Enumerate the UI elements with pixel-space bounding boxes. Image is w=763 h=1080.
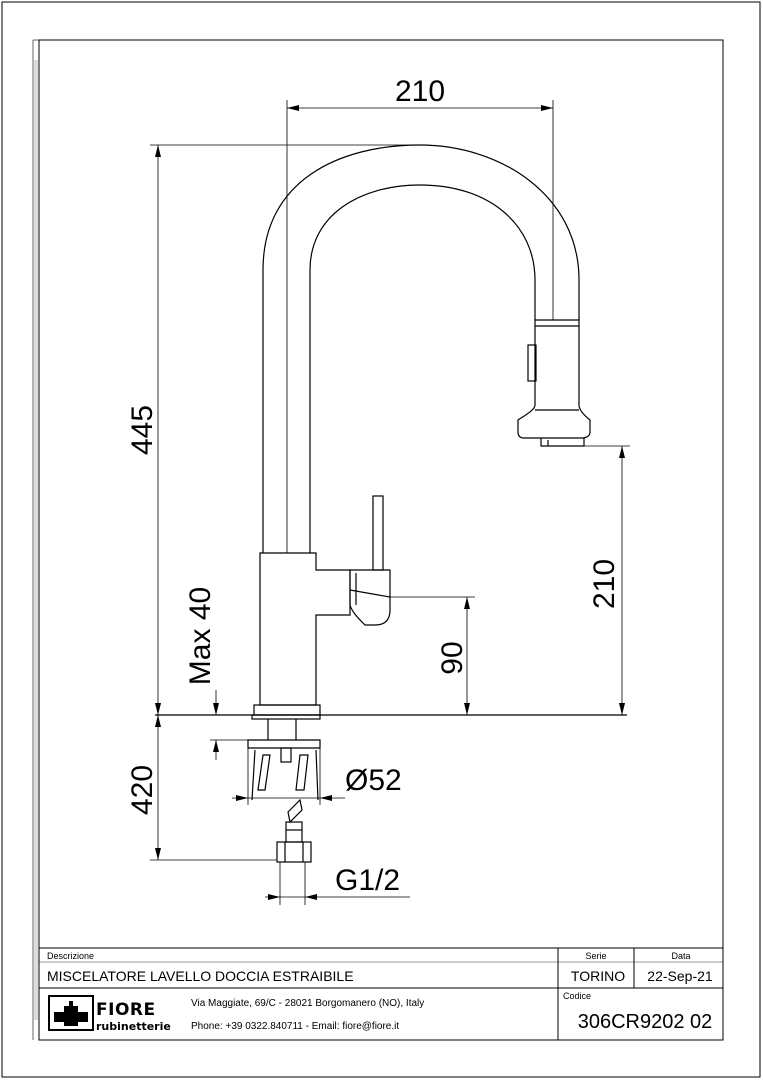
dim-hose-length: 420: [126, 765, 159, 815]
hose-nut: [276, 841, 312, 863]
hose-line: [251, 749, 256, 801]
series-label: Serie: [585, 951, 606, 961]
base-flange: [253, 704, 321, 716]
lever-housing-line: [349, 589, 391, 598]
hose-right: [295, 754, 309, 791]
logo-tap-icon: [54, 1006, 88, 1026]
dim-max-thickness: Max 40: [184, 587, 217, 685]
dimension-arrows: [155, 105, 625, 900]
date-value: 22-Sep-21: [647, 968, 713, 984]
shower-nozzle: [540, 438, 585, 447]
code-value: 306CR9202 02: [578, 1011, 713, 1033]
dim-thread: G1/2: [335, 864, 400, 897]
lever-handle: [372, 495, 384, 571]
dimension-lines: [150, 100, 630, 905]
faucet-outline: [155, 144, 627, 863]
hose-cut: [287, 798, 303, 824]
company-address: Via Maggiate, 69/C - 28021 Borgomanero (…: [191, 998, 424, 1009]
dim-total-height: 445: [126, 405, 159, 455]
description-label: Descrizione: [47, 951, 94, 961]
hose-left: [257, 754, 271, 791]
series-value: TORINO: [571, 968, 625, 984]
title-block-grid: [39, 947, 723, 1040]
lever-housing: [349, 569, 391, 626]
spout-inner: [309, 184, 536, 553]
logo-subtitle: rubinetterie: [96, 1020, 171, 1033]
company-contact: Phone: +39 0322.840711 - Email: fiore@fi…: [191, 1021, 399, 1032]
shower-button: [527, 344, 537, 382]
mixer-body: [259, 552, 351, 706]
hose-fitting: [285, 821, 303, 843]
under-sink-bracket: [247, 739, 321, 749]
dim-lever-height: 90: [436, 641, 469, 674]
spout-outer: [262, 144, 580, 553]
date-label: Data: [671, 951, 690, 961]
dim-spout-height: 210: [588, 559, 621, 609]
margin-fine-print: [34, 60, 38, 1020]
dim-hole-diameter: Ø52: [345, 764, 402, 797]
hand-shower: [517, 319, 591, 439]
company-logo: FIORE rubinetterie: [48, 995, 171, 1033]
fixing-nut: [280, 747, 292, 763]
code-label: Codice: [563, 991, 591, 1001]
hose-line: [315, 749, 319, 801]
drawing-frame: [38, 39, 724, 1041]
logo-name: FIORE: [96, 1000, 156, 1020]
dim-top-width: 210: [395, 75, 445, 108]
description-value: MISCELATORE LAVELLO DOCCIA ESTRAIBILE: [47, 968, 354, 984]
